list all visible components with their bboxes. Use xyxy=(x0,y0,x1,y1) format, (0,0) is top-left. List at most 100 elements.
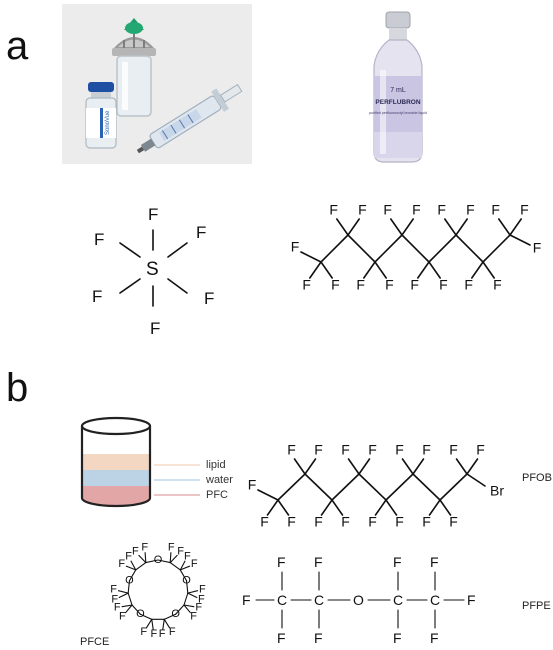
bond xyxy=(417,261,430,279)
fluorine-atom: F xyxy=(422,514,431,530)
vial-volume-text: 7 mL xyxy=(390,87,406,94)
fluorine-atom: F xyxy=(493,277,502,293)
bond xyxy=(331,473,360,501)
perflubron-vial-photo: 7 mL PERFLUBRON purified perfluorooctyl … xyxy=(358,6,438,166)
pfpe-fluorine: F xyxy=(277,630,286,646)
sf6-fluorine: F xyxy=(94,230,104,249)
pfpe-fluorine: F xyxy=(393,554,402,570)
water-layer xyxy=(82,470,150,488)
sf6-sulfur: S xyxy=(146,259,159,280)
oxygen-atom: O xyxy=(154,554,163,566)
bond xyxy=(444,218,457,236)
bond xyxy=(304,458,317,475)
bond xyxy=(169,554,178,564)
fluorine-atom: F xyxy=(314,514,323,530)
bond xyxy=(266,499,279,516)
bond xyxy=(428,499,441,516)
fluorine-atom: F xyxy=(195,601,202,613)
fluorine-atom: F xyxy=(114,601,121,613)
bond xyxy=(179,569,188,582)
bond xyxy=(466,473,486,487)
fluorine-atom: F xyxy=(395,514,404,530)
bond xyxy=(363,261,376,279)
bond xyxy=(277,473,306,501)
bond xyxy=(385,473,414,501)
pfpe-fluorine: F xyxy=(314,554,323,570)
fluorine-atom: F xyxy=(132,546,139,558)
bond xyxy=(127,580,131,594)
bond xyxy=(183,604,191,614)
bond xyxy=(185,580,189,594)
bond xyxy=(358,473,387,501)
bond xyxy=(118,592,129,599)
bond xyxy=(157,559,171,564)
fluorine-atom: F xyxy=(410,277,419,293)
bond xyxy=(401,218,414,236)
pfpe-fluorine: F xyxy=(430,630,439,646)
bond xyxy=(320,234,349,263)
bromine-atom: Br xyxy=(490,483,504,499)
bond xyxy=(439,473,468,501)
fluorine-atom: F xyxy=(184,551,191,563)
sf6-structure: S F F F F F F xyxy=(92,205,214,338)
fluorine-atom: F xyxy=(159,628,166,640)
bond xyxy=(374,234,403,263)
pfpe-carbon: C xyxy=(277,592,287,608)
bond xyxy=(401,458,414,475)
bond xyxy=(128,569,137,582)
pfpe-fluorine: F xyxy=(393,630,402,646)
oxygen-atom: O xyxy=(182,575,191,587)
pfpe-fluorine: F xyxy=(242,592,251,608)
fluorine-atom: F xyxy=(314,442,323,458)
bond xyxy=(130,560,137,571)
bond xyxy=(183,592,189,606)
bond xyxy=(187,590,199,594)
bond xyxy=(390,218,403,236)
pfc-layer xyxy=(82,486,150,506)
pfpe-carbon: C xyxy=(314,592,324,608)
fluorine-atom: F xyxy=(302,277,311,293)
vial-sub-text: purified perfluorooctyl bromide liquid xyxy=(369,111,427,115)
fluorine-atom: F xyxy=(464,277,473,293)
sf6-fluorine: F xyxy=(92,287,102,306)
bond xyxy=(347,218,360,236)
pfpe-fluorine: F xyxy=(277,554,286,570)
pfpe-structure: F C C O C C F F F F F F F F F xyxy=(242,554,476,646)
bond xyxy=(121,604,133,608)
pfob-label: PFOB xyxy=(522,472,552,484)
vial-brand-text: PERFLUBRON xyxy=(375,99,420,106)
fluorine-atom: F xyxy=(287,442,296,458)
bond xyxy=(144,552,147,564)
fluorine-atom: F xyxy=(368,442,377,458)
pfpe-label: PFPE xyxy=(522,600,551,612)
bond xyxy=(374,499,387,516)
fluorine-atom: F xyxy=(395,442,404,458)
bond xyxy=(498,218,511,236)
bond xyxy=(455,218,468,236)
pfpe-fluorine: F xyxy=(314,630,323,646)
fluorine-atom: F xyxy=(140,626,147,638)
bond xyxy=(509,234,531,246)
vial-label-text: SonoVue xyxy=(105,110,111,135)
bond xyxy=(293,458,306,475)
fluorine-atom: F xyxy=(385,277,394,293)
sf6-fluorine: F xyxy=(204,289,214,308)
fluorine-atom: F xyxy=(110,583,117,595)
bond xyxy=(187,592,198,599)
sf6-fluorine: F xyxy=(150,319,160,338)
fluorine-atom: F xyxy=(287,514,296,530)
pfce-label: PFCE xyxy=(80,636,110,648)
bond xyxy=(482,261,495,279)
fluorine-atom: F xyxy=(476,442,485,458)
fluorine-atom: F xyxy=(118,558,125,570)
fluorine-atom: F xyxy=(199,583,206,595)
fluorine-atom: F xyxy=(449,442,458,458)
fluorine-atom: F xyxy=(520,202,529,218)
bond xyxy=(145,618,153,629)
bond xyxy=(175,604,185,615)
bond xyxy=(145,559,159,564)
fluorine-atom: F xyxy=(412,202,421,218)
